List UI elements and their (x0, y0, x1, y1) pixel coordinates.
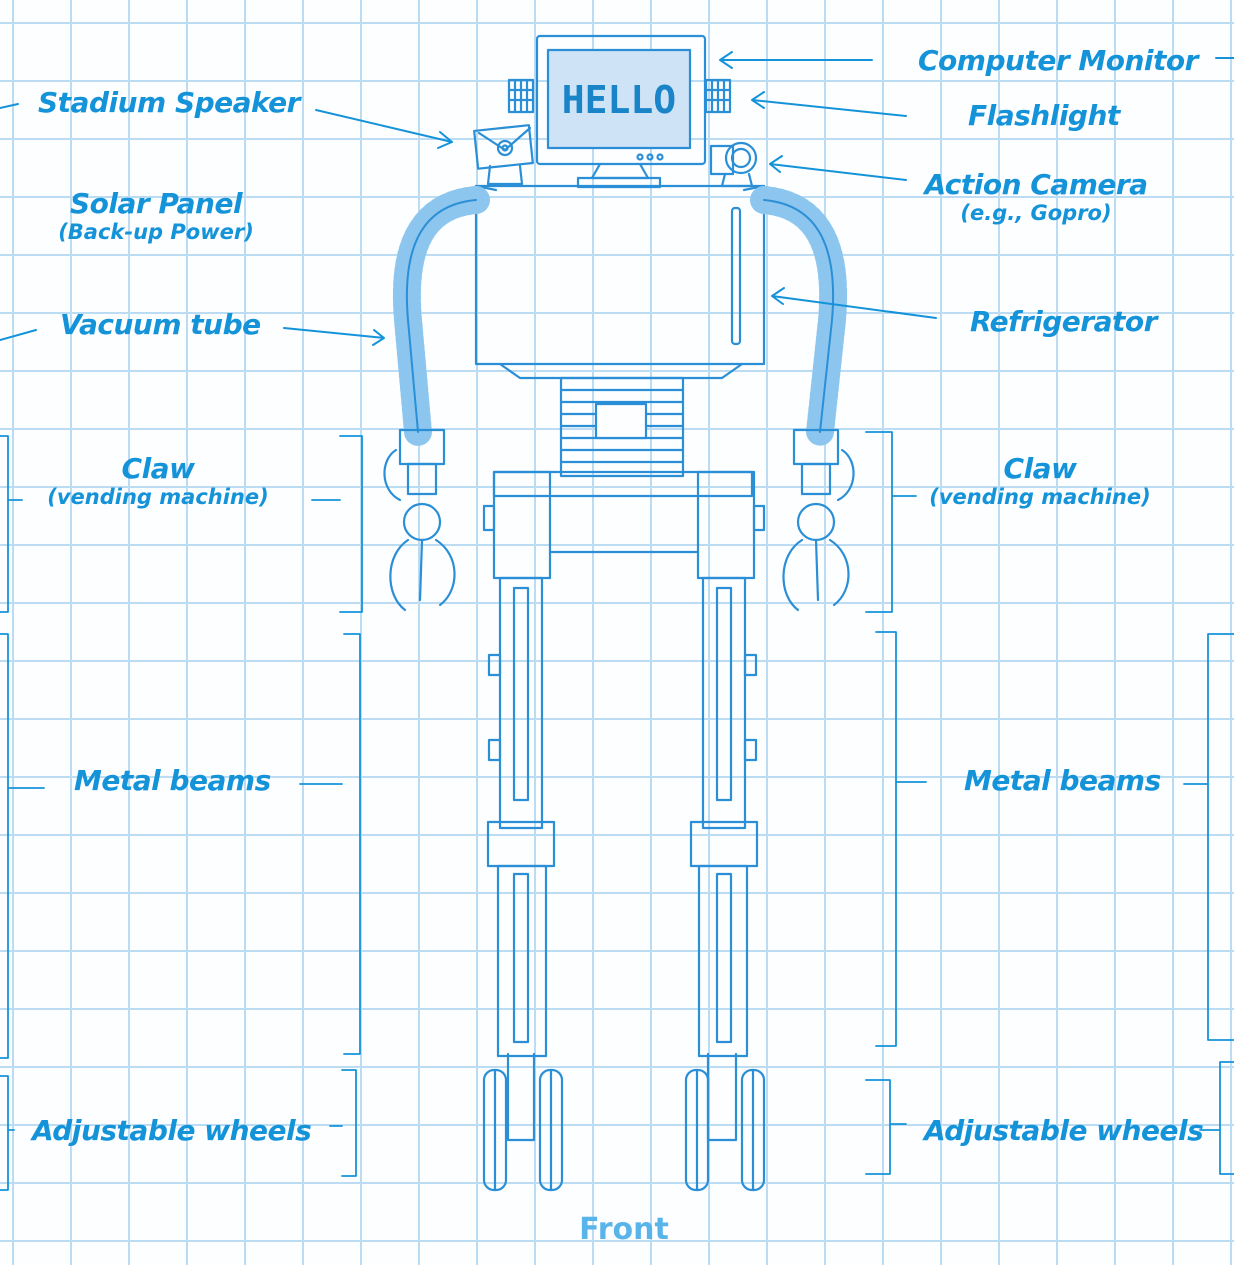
label-subtext: (vending machine) (47, 485, 269, 509)
claw-left (383, 428, 456, 612)
label-vacuum-tube: Vacuum tube (60, 308, 261, 341)
label-claw-right: Claw (vending machine) (929, 452, 1150, 509)
label-text: Claw (121, 452, 195, 485)
label-text: Solar Panel (69, 187, 243, 220)
label-adjustable-wheels-right: Adjustable wheels (924, 1114, 1204, 1147)
label-stadium-speaker: Stadium Speaker (38, 86, 300, 119)
label-claw-left: Claw (vending machine) (47, 452, 268, 509)
label-text: Metal beams (964, 764, 1161, 797)
label-text: Flashlight (968, 99, 1120, 132)
label-text: Metal beams (74, 764, 271, 797)
leader-lines (0, 51, 1234, 346)
monitor-screen-text: HELLO (562, 78, 676, 122)
label-text: Computer Monitor (918, 44, 1198, 77)
label-flashlight: Flashlight (968, 99, 1120, 132)
action-camera (709, 141, 758, 188)
label-action-camera: Action Camera (e.g., Gopro) (924, 168, 1148, 225)
label-subtext: (Back-up Power) (58, 220, 254, 244)
vacuum-tube-left (392, 186, 490, 446)
label-adjustable-wheels-left: Adjustable wheels (32, 1114, 312, 1147)
hip-frame (482, 470, 766, 580)
label-refrigerator: Refrigerator (970, 305, 1157, 338)
right-leg-beams (689, 576, 759, 1058)
left-wheels (482, 1052, 564, 1192)
flashlight-left (507, 78, 535, 114)
waist-coil (559, 376, 685, 478)
dimension-brackets (0, 431, 1234, 1191)
label-metal-beams-left: Metal beams (74, 764, 271, 797)
label-subtext: (vending machine) (929, 485, 1151, 509)
vacuum-tube-right (750, 186, 848, 446)
refrigerator-body (474, 184, 766, 380)
view-label-front: Front (579, 1212, 669, 1247)
label-solar-panel: Solar Panel (Back-up Power) (58, 187, 254, 244)
claw-right (782, 428, 855, 612)
stadium-speaker (473, 124, 534, 186)
label-text: Vacuum tube (60, 308, 261, 341)
label-metal-beams-right: Metal beams (964, 764, 1161, 797)
right-wheels (684, 1052, 766, 1192)
flashlight-right (704, 78, 732, 114)
left-leg-beams (486, 576, 556, 1058)
label-text: Adjustable wheels (924, 1114, 1204, 1147)
label-subtext: (e.g., Gopro) (960, 201, 1112, 225)
label-text: Adjustable wheels (32, 1114, 312, 1147)
label-computer-monitor: Computer Monitor (918, 44, 1198, 77)
computer-monitor: HELLO (535, 34, 707, 189)
label-text: Stadium Speaker (38, 86, 300, 119)
label-text: Action Camera (924, 168, 1148, 201)
label-text: Refrigerator (970, 305, 1157, 338)
label-text: Claw (1003, 452, 1077, 485)
